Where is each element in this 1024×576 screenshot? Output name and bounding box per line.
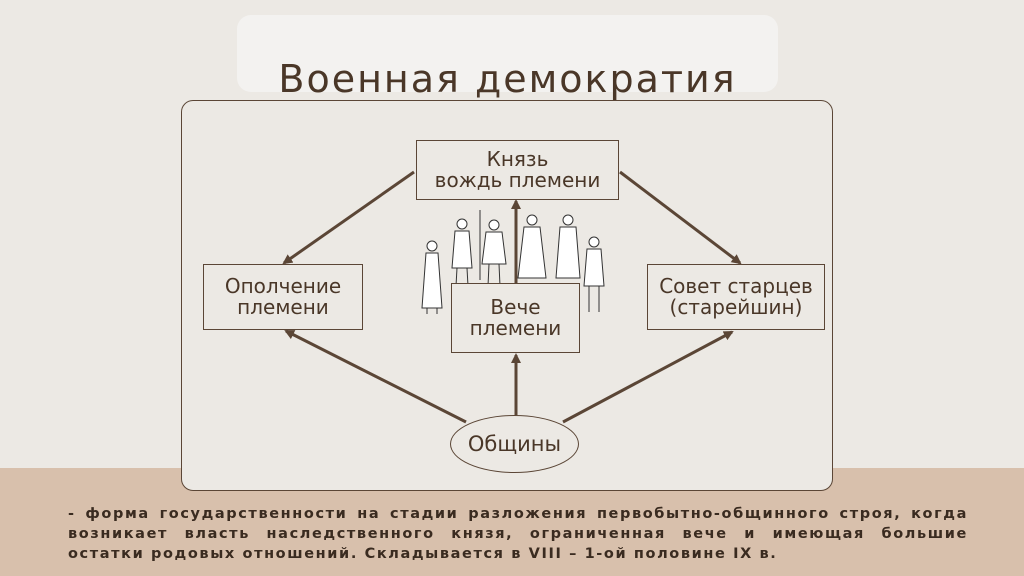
node-militia-line1: Ополчение bbox=[224, 274, 342, 298]
title-box: Военная демократия bbox=[237, 15, 778, 101]
people-illustration-icon bbox=[421, 210, 605, 314]
arrow-prince-to-militia bbox=[282, 170, 415, 265]
node-communities-label: Общины bbox=[467, 432, 562, 456]
node-council: Совет старцев (старейшин) bbox=[647, 264, 825, 330]
arrow-prince-to-council bbox=[619, 170, 742, 265]
arrow-communities-to-council bbox=[562, 330, 734, 424]
node-prince-line1: Князь bbox=[486, 147, 549, 171]
description-text: - форма государственности на стадии разл… bbox=[68, 506, 968, 562]
node-militia-line2: племени bbox=[237, 295, 329, 319]
node-veche-line2: племени bbox=[469, 316, 562, 340]
page-title: Военная демократия bbox=[278, 57, 737, 101]
node-veche: Вече племени bbox=[451, 283, 580, 353]
node-militia: Ополчение племени bbox=[203, 264, 363, 330]
node-veche-line1: Вече bbox=[490, 295, 541, 319]
node-council-line1: Совет старцев bbox=[659, 274, 813, 298]
node-communities: Общины bbox=[450, 415, 579, 473]
arrow-communities-to-militia bbox=[284, 329, 467, 424]
node-council-line2: (старейшин) bbox=[669, 295, 803, 319]
node-prince: Князь вождь племени bbox=[416, 140, 619, 200]
node-prince-line2: вождь племени bbox=[434, 168, 601, 192]
